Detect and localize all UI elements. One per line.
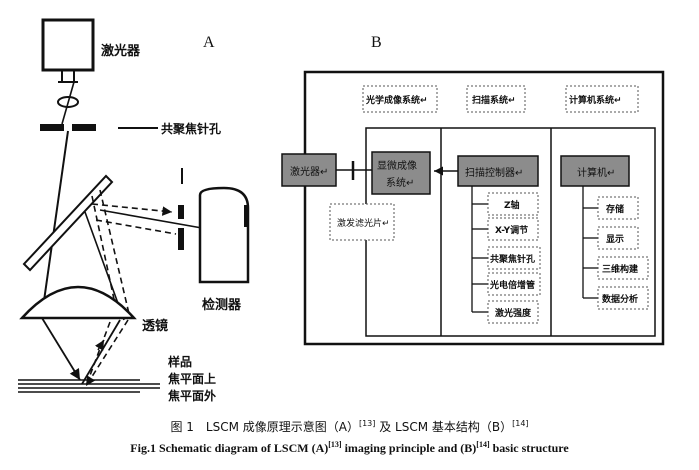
filter-text: 激发滤光片↵ — [337, 219, 390, 229]
optical-system-tag — [362, 85, 438, 113]
computer-item-analysis: 数据分析 — [602, 295, 639, 305]
filter-box — [329, 203, 395, 241]
scan-controller-box — [457, 155, 539, 187]
lens-label: 透镜 — [142, 319, 169, 334]
scan-controller-text: 扫描控制器↵ — [465, 168, 524, 179]
computer-box — [560, 155, 630, 187]
scan-item-pinhole: 共聚焦针孔 — [490, 255, 536, 265]
beam-splitter — [22, 174, 114, 272]
computer-text: 计算机↵ — [577, 168, 616, 179]
laser-box-text: 激光器↵ — [290, 167, 329, 178]
computer-item-3d: 三维构建 — [602, 265, 639, 275]
caption-cn-mid: 及 LSCM 基本结构（B） — [375, 420, 513, 434]
detector-label: 检测器 — [202, 298, 242, 313]
computer-system-tag — [565, 85, 639, 113]
focal-plane-off-label: 焦平面外 — [168, 389, 217, 403]
microscope-text-2: 系统↵ — [386, 178, 415, 189]
caption-en-ref2: [14] — [476, 440, 490, 449]
caption-en-ref1: [13] — [328, 440, 342, 449]
caption-en: Fig.1 Schematic diagram of LSCM (A)[13] … — [0, 440, 699, 456]
optical-system-text: 光学成像系统↵ — [366, 96, 428, 106]
caption-cn: 图 1 LSCM 成像原理示意图（A）[13] 及 LSCM 基本结构（B）[1… — [0, 418, 699, 435]
scan-system-text: 扫描系统↵ — [472, 96, 516, 106]
caption-cn-ref1: [13] — [358, 419, 376, 428]
panel-a-letter: A — [203, 34, 215, 51]
caption-en-tail: basic structure — [489, 441, 569, 455]
scan-item-laser-intensity: 激光强度 — [495, 309, 532, 319]
sample-label: 样品 — [168, 355, 193, 369]
computer-item-display: 显示 — [606, 235, 625, 245]
laser-label: 激光器 — [101, 44, 141, 59]
objective-lens — [19, 285, 137, 320]
scan-item-xy: X-Y调节 — [495, 226, 529, 236]
caption-en-main: Fig.1 Schematic diagram of LSCM (A) — [130, 441, 329, 455]
microscope-box — [371, 151, 431, 195]
focal-plane-on-label: 焦平面上 — [168, 372, 217, 386]
laser-box — [281, 153, 337, 187]
microscope-text-1: 显微成像 — [377, 161, 417, 172]
computer-item-storage: 存储 — [606, 205, 625, 215]
panel-b-letter: B — [371, 34, 382, 51]
caption-cn-ref2: [14] — [512, 419, 529, 428]
detector-body — [198, 186, 250, 284]
laser-source-box — [41, 18, 95, 72]
scan-item-z: Z轴 — [504, 201, 520, 211]
scan-system-tag — [466, 85, 526, 113]
computer-system-text: 计算机系统↵ — [569, 96, 622, 106]
pinhole-plate — [40, 124, 64, 131]
scan-item-pmt: 光电倍增管 — [490, 281, 536, 291]
panel-a-optics — [18, 18, 250, 393]
caption-cn-main: 图 1 LSCM 成像原理示意图（A） — [170, 420, 359, 434]
panel-b-structure — [281, 70, 665, 346]
caption-en-mid: imaging principle and (B) — [341, 441, 477, 455]
pinhole-label: 共聚焦针孔 — [161, 122, 222, 136]
